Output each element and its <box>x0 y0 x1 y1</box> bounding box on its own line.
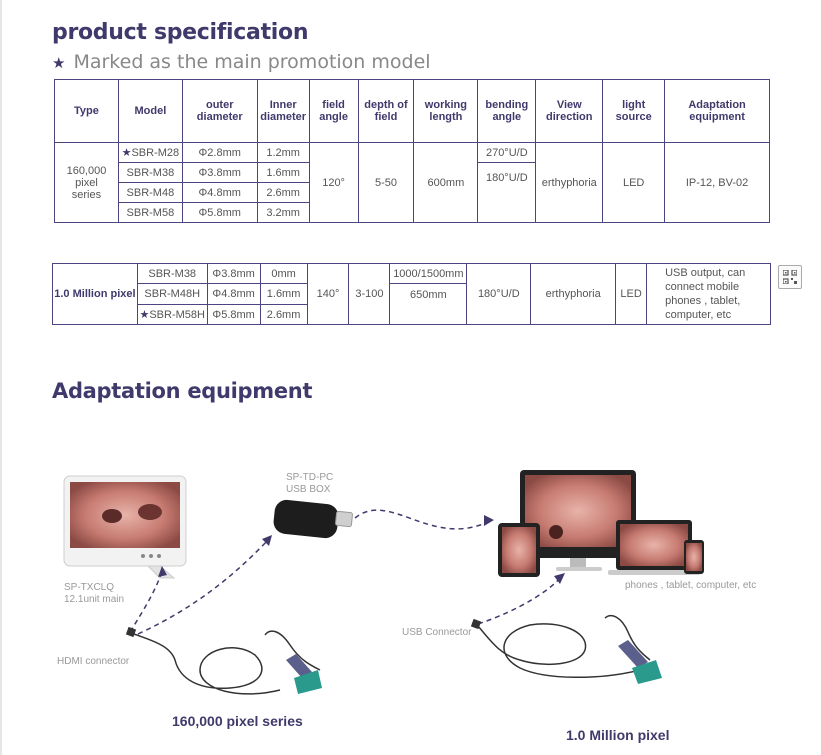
hdmi-label: HDMI connector <box>57 656 130 667</box>
spec-subtitle: ★ Marked as the main promotion model <box>52 51 431 73</box>
header-inner: Inner diameter <box>256 79 310 143</box>
header-light: light source <box>602 79 666 143</box>
header-bending: bending angle <box>477 79 537 143</box>
connection-arrows <box>129 509 561 635</box>
qr-code-icon[interactable] <box>778 265 802 289</box>
view-cell: erthyphoria <box>530 263 617 325</box>
usb-box-device <box>273 499 353 539</box>
table-row: SBR-M48H Φ4.8mm 1.6mm 650mm <box>53 283 771 325</box>
outer-cell: Φ5.8mm <box>206 304 261 325</box>
inner-cell: 0mm <box>259 263 308 284</box>
model-cell: SBR-M48H <box>136 283 208 305</box>
star-icon: ★ <box>139 309 150 321</box>
type-cell: 1.0 Million pixel <box>52 263 138 325</box>
table-row: SBR-M58 Φ5.8mm 3.2mm <box>55 202 770 223</box>
table-header-row: Type Model outer diameter Inner diameter… <box>54 79 770 143</box>
length-cell: 650mm <box>389 283 468 325</box>
star-icon: ★ <box>121 147 132 159</box>
header-view: View direction <box>535 79 604 143</box>
model-cell: ★SBR-M58H <box>136 304 208 325</box>
view-cell: erthyphoria <box>535 142 604 223</box>
caption-left: 160,000 pixel series <box>172 713 303 729</box>
spec-title: product specification <box>52 20 309 45</box>
field-angle-cell: 140° <box>306 263 350 325</box>
depth-cell: 3-100 <box>348 263 391 325</box>
bending-cell: 270°U/D <box>477 142 537 163</box>
outer-cell: Φ4.8mm <box>206 283 261 305</box>
header-field: field angle <box>308 79 359 143</box>
equipment-cell: IP-12, BV-02 <box>664 142 770 223</box>
table-row: 1.0 Million pixel SBR-M38 Φ3.8mm 0mm 140… <box>52 263 771 325</box>
caption-right: 1.0 Million pixel <box>566 727 670 743</box>
spec-table-1m: 1.0 Million pixel SBR-M38 Φ3.8mm 0mm 140… <box>52 263 771 325</box>
page-edge <box>0 0 2 755</box>
field-angle-cell: 120° <box>308 142 359 223</box>
arrow-heads <box>158 515 565 584</box>
equipment-cell: USB output, can connect mobile phones , … <box>646 263 771 325</box>
header-length: working length <box>413 79 479 143</box>
table-row: 160,000 pixel series ★SBR-M28 Φ2.8mm 1.2… <box>54 142 770 223</box>
light-cell: LED <box>615 263 648 325</box>
length-cell: 600mm <box>413 142 479 223</box>
header-equipment: Adaptation equipment <box>664 79 770 143</box>
usb-connector-label: USB Connector <box>402 627 472 638</box>
adaptation-title: Adaptation equipment <box>52 379 313 403</box>
endoscope-left <box>125 626 322 695</box>
table-row: ★SBR-M58H Φ5.8mm 2.6mm <box>53 304 771 325</box>
inner-cell: 2.6mm <box>259 304 308 325</box>
bending-cell: 180°U/D <box>466 263 532 325</box>
subtitle-text: Marked as the main promotion model <box>73 51 431 73</box>
outer-cell: Φ5.8mm <box>181 202 258 223</box>
endoscope-right <box>470 614 662 684</box>
spec-table-160k: Type Model outer diameter Inner diameter… <box>54 79 770 223</box>
header-type: Type <box>54 79 119 143</box>
outer-cell: Φ3.8mm <box>206 263 261 284</box>
devices-group <box>498 470 704 577</box>
star-icon: ★ <box>52 54 66 72</box>
monitor-device <box>63 475 187 579</box>
table-row: SBR-M38 Φ3.8mm 1.6mm 180°U/D <box>55 162 770 223</box>
bending-cell: 180°U/D <box>477 162 537 223</box>
depth-cell: 5-50 <box>357 142 415 223</box>
header-depth: depth of field <box>357 79 415 143</box>
type-cell: 160,000 pixel series <box>54 142 119 223</box>
devices-label: phones , tablet, computer, etc <box>625 580 757 591</box>
inner-cell: 3.2mm <box>256 202 310 223</box>
length-cell: 1000/1500mm <box>389 263 468 284</box>
header-outer: outer diameter <box>181 79 258 143</box>
